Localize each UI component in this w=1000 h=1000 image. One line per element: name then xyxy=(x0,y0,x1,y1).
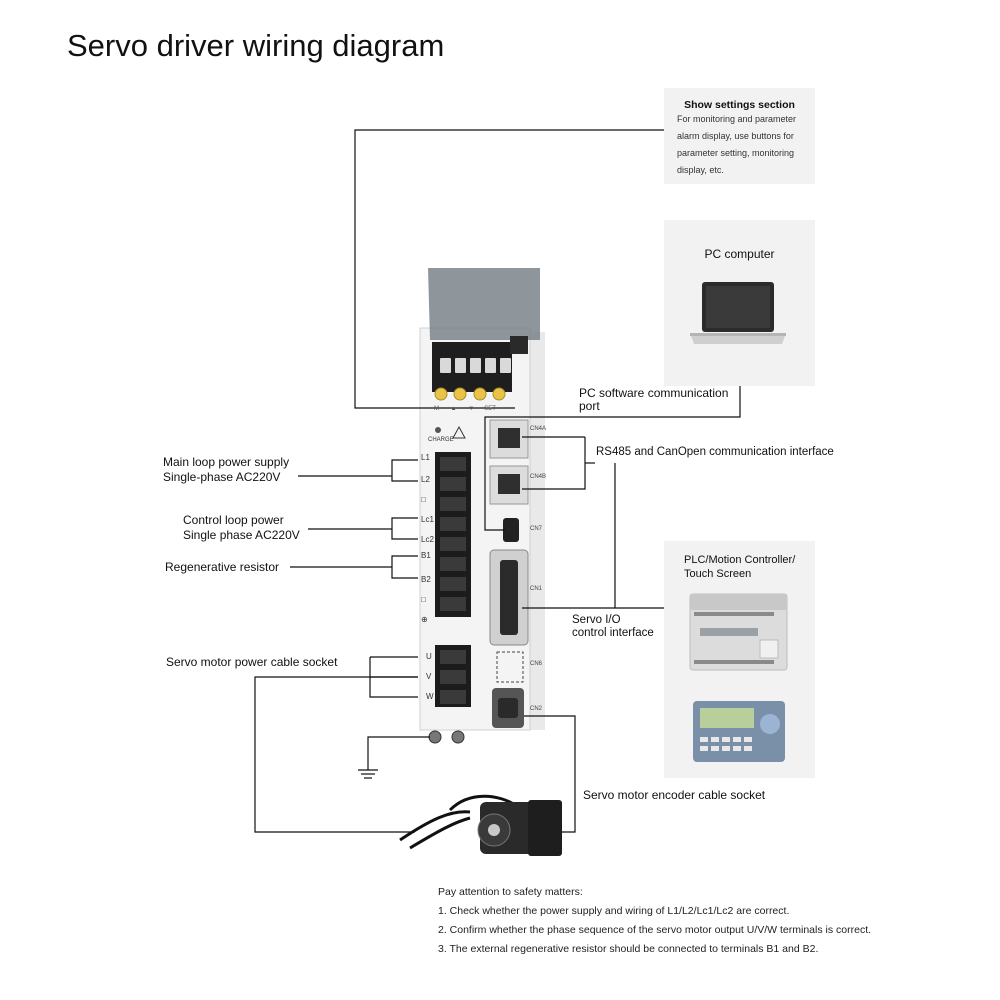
servo-io-line2: control interface xyxy=(572,627,654,639)
port-cn4b: CN4B xyxy=(530,474,547,480)
button-up-label: ▲ xyxy=(450,406,457,412)
settings-line: For monitoring and parameter xyxy=(677,114,797,124)
main-power-label: Main loop power supply Single-phase AC22… xyxy=(163,455,289,485)
port-cn4a: CN4A xyxy=(530,426,547,432)
page-title: Servo driver wiring diagram xyxy=(67,28,445,63)
terminal-ground: ⊕ xyxy=(421,615,428,624)
pc-port-line1: PC software communication xyxy=(579,386,729,400)
button-legend: M ▲ ▼ SET xyxy=(434,406,496,412)
settings-card: Show settings section For monitoring and… xyxy=(664,88,815,184)
encoder-socket-label: Servo motor encoder cable socket xyxy=(583,788,766,802)
plc-title-line: PLC/Motion Controller/ xyxy=(684,554,796,566)
plc-title-line: Touch Screen xyxy=(684,568,752,580)
terminal-v: V xyxy=(426,672,432,681)
port-cn2: CN2 xyxy=(530,706,543,712)
main-power-line2: Single-phase AC220V xyxy=(163,470,281,484)
control-power-line1: Control loop power xyxy=(183,513,284,527)
port-cn1: CN1 xyxy=(530,586,543,592)
settings-line: parameter setting, monitoring xyxy=(677,148,795,158)
servo-io-label: Servo I/O control interface xyxy=(572,614,654,640)
safety-item: 3. The external regenerative resistor sh… xyxy=(438,943,819,955)
setting-buttons xyxy=(434,387,506,401)
port-cn6: CN6 xyxy=(530,661,543,667)
servo-io-line1: Servo I/O xyxy=(572,614,621,626)
pc-port-label: PC software communication port xyxy=(579,387,728,413)
pc-card-title: PC computer xyxy=(704,247,775,261)
settings-card-title: Show settings section xyxy=(684,99,795,111)
led-readout: 88888 xyxy=(440,358,443,359)
charge-label: CHARGE xyxy=(428,437,454,443)
regen-resistor-label: Regenerative resistor xyxy=(165,560,280,574)
laptop-icon xyxy=(690,282,786,344)
rs485-label: RS485 and CanOpen communication interfac… xyxy=(596,446,834,458)
plc-card-title: PLC/Motion Controller/ Touch Screen xyxy=(684,553,815,581)
servo-driver-body xyxy=(419,268,545,744)
port-cn7: CN7 xyxy=(530,526,543,532)
button-down-label: ▼ xyxy=(468,406,475,412)
terminal-blank: □ xyxy=(421,495,426,504)
main-power-line1: Main loop power supply xyxy=(163,455,290,469)
wiring-lines xyxy=(254,129,741,833)
servo-motor-icon xyxy=(399,794,562,856)
terminal-l2: L2 xyxy=(421,475,430,484)
hmi-touch-screen-icon xyxy=(693,701,785,762)
safety-notes: Pay attention to safety matters: 1. Chec… xyxy=(438,886,871,955)
terminal-blank2: □ xyxy=(421,595,426,604)
motor-power-socket-label: Servo motor power cable socket xyxy=(166,655,338,669)
settings-card-body: For monitoring and parameter alarm displ… xyxy=(677,111,815,179)
settings-line: display, etc. xyxy=(677,165,724,175)
plc-controller-icon xyxy=(689,593,788,671)
control-power-label: Control loop power Single phase AC220V xyxy=(183,513,300,543)
led-display xyxy=(440,358,511,373)
terminal-w: W xyxy=(426,692,434,701)
safety-item: 1. Check whether the power supply and wi… xyxy=(438,905,790,917)
terminal-u: U xyxy=(426,652,432,661)
terminal-l1: L1 xyxy=(421,453,430,462)
safety-heading: Pay attention to safety matters: xyxy=(438,886,583,898)
pc-card: PC computer xyxy=(664,220,815,386)
button-set-label: SET xyxy=(484,406,496,412)
control-power-line2: Single phase AC220V xyxy=(183,528,300,542)
button-m-label: M xyxy=(434,406,439,412)
pc-port-line2: port xyxy=(579,399,600,413)
terminal-lc2: Lc2 xyxy=(421,535,434,544)
terminal-b1: B1 xyxy=(421,551,431,560)
terminal-lc1: Lc1 xyxy=(421,515,434,524)
settings-line: alarm display, use buttons for xyxy=(677,131,794,141)
terminal-b2: B2 xyxy=(421,575,431,584)
safety-item: 2. Confirm whether the phase sequence of… xyxy=(438,924,872,936)
